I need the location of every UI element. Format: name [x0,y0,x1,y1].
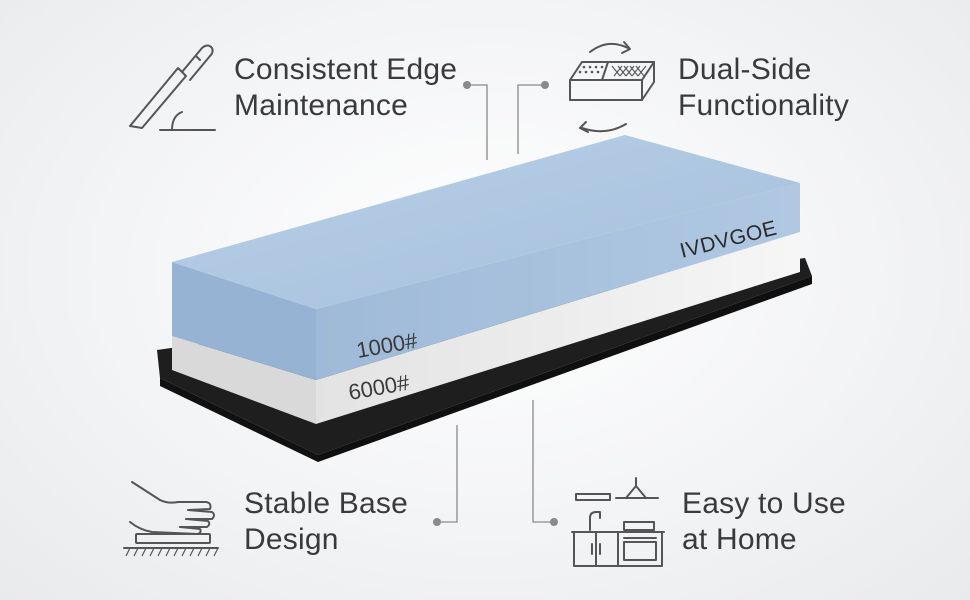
kitchen-icon [571,477,665,567]
feature-title-line1: Easy to Use [682,487,846,520]
whetstone-flip-icon [569,41,655,133]
feature-title-line1: Stable Base [244,487,408,520]
feature-title-line2: Design [244,523,339,556]
callout-dots [433,81,558,526]
feature-dual-side: Dual-Side Functionality [678,52,849,124]
feature-title-line1: Dual-Side [678,53,812,86]
feature-title-line2: at Home [682,523,797,556]
feature-title-line2: Functionality [678,89,850,122]
hand-press-icon [123,481,219,557]
feature-title-line2: Maintenance [234,89,408,122]
feature-easy-to-use: Easy to Use at Home [682,486,846,558]
knife-angle-icon [129,44,216,131]
feature-consistent-edge: Consistent Edge Maintenance [234,52,457,124]
feature-title-line1: Consistent Edge [234,53,458,86]
blue-stone-layer [172,135,800,380]
feature-stable-base: Stable Base Design [244,486,408,558]
white-stone-layer [172,232,800,424]
callout-lines [437,84,554,523]
